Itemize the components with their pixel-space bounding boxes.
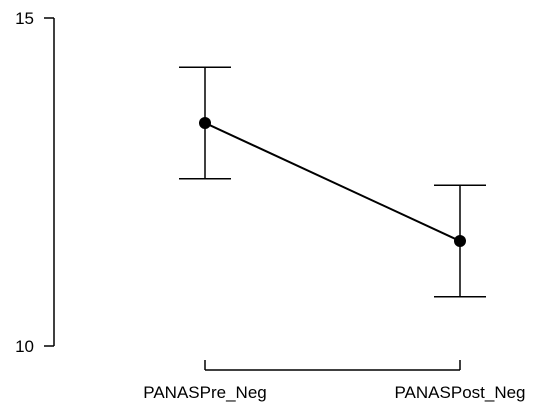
y-axis: 15 10 bbox=[15, 9, 55, 356]
x-tick-label-post: PANASPost_Neg bbox=[394, 383, 525, 402]
data-point-1 bbox=[454, 235, 466, 248]
plot-area bbox=[179, 66, 486, 298]
x-tick-label-pre: PANASPre_Neg bbox=[143, 383, 266, 402]
x-axis: PANASPre_Neg PANASPost_Neg bbox=[143, 360, 526, 402]
series-line-0 bbox=[204, 122, 461, 242]
data-point-0 bbox=[199, 116, 211, 129]
y-tick-label-15: 15 bbox=[15, 9, 34, 28]
y-tick-label-10: 10 bbox=[15, 337, 34, 356]
